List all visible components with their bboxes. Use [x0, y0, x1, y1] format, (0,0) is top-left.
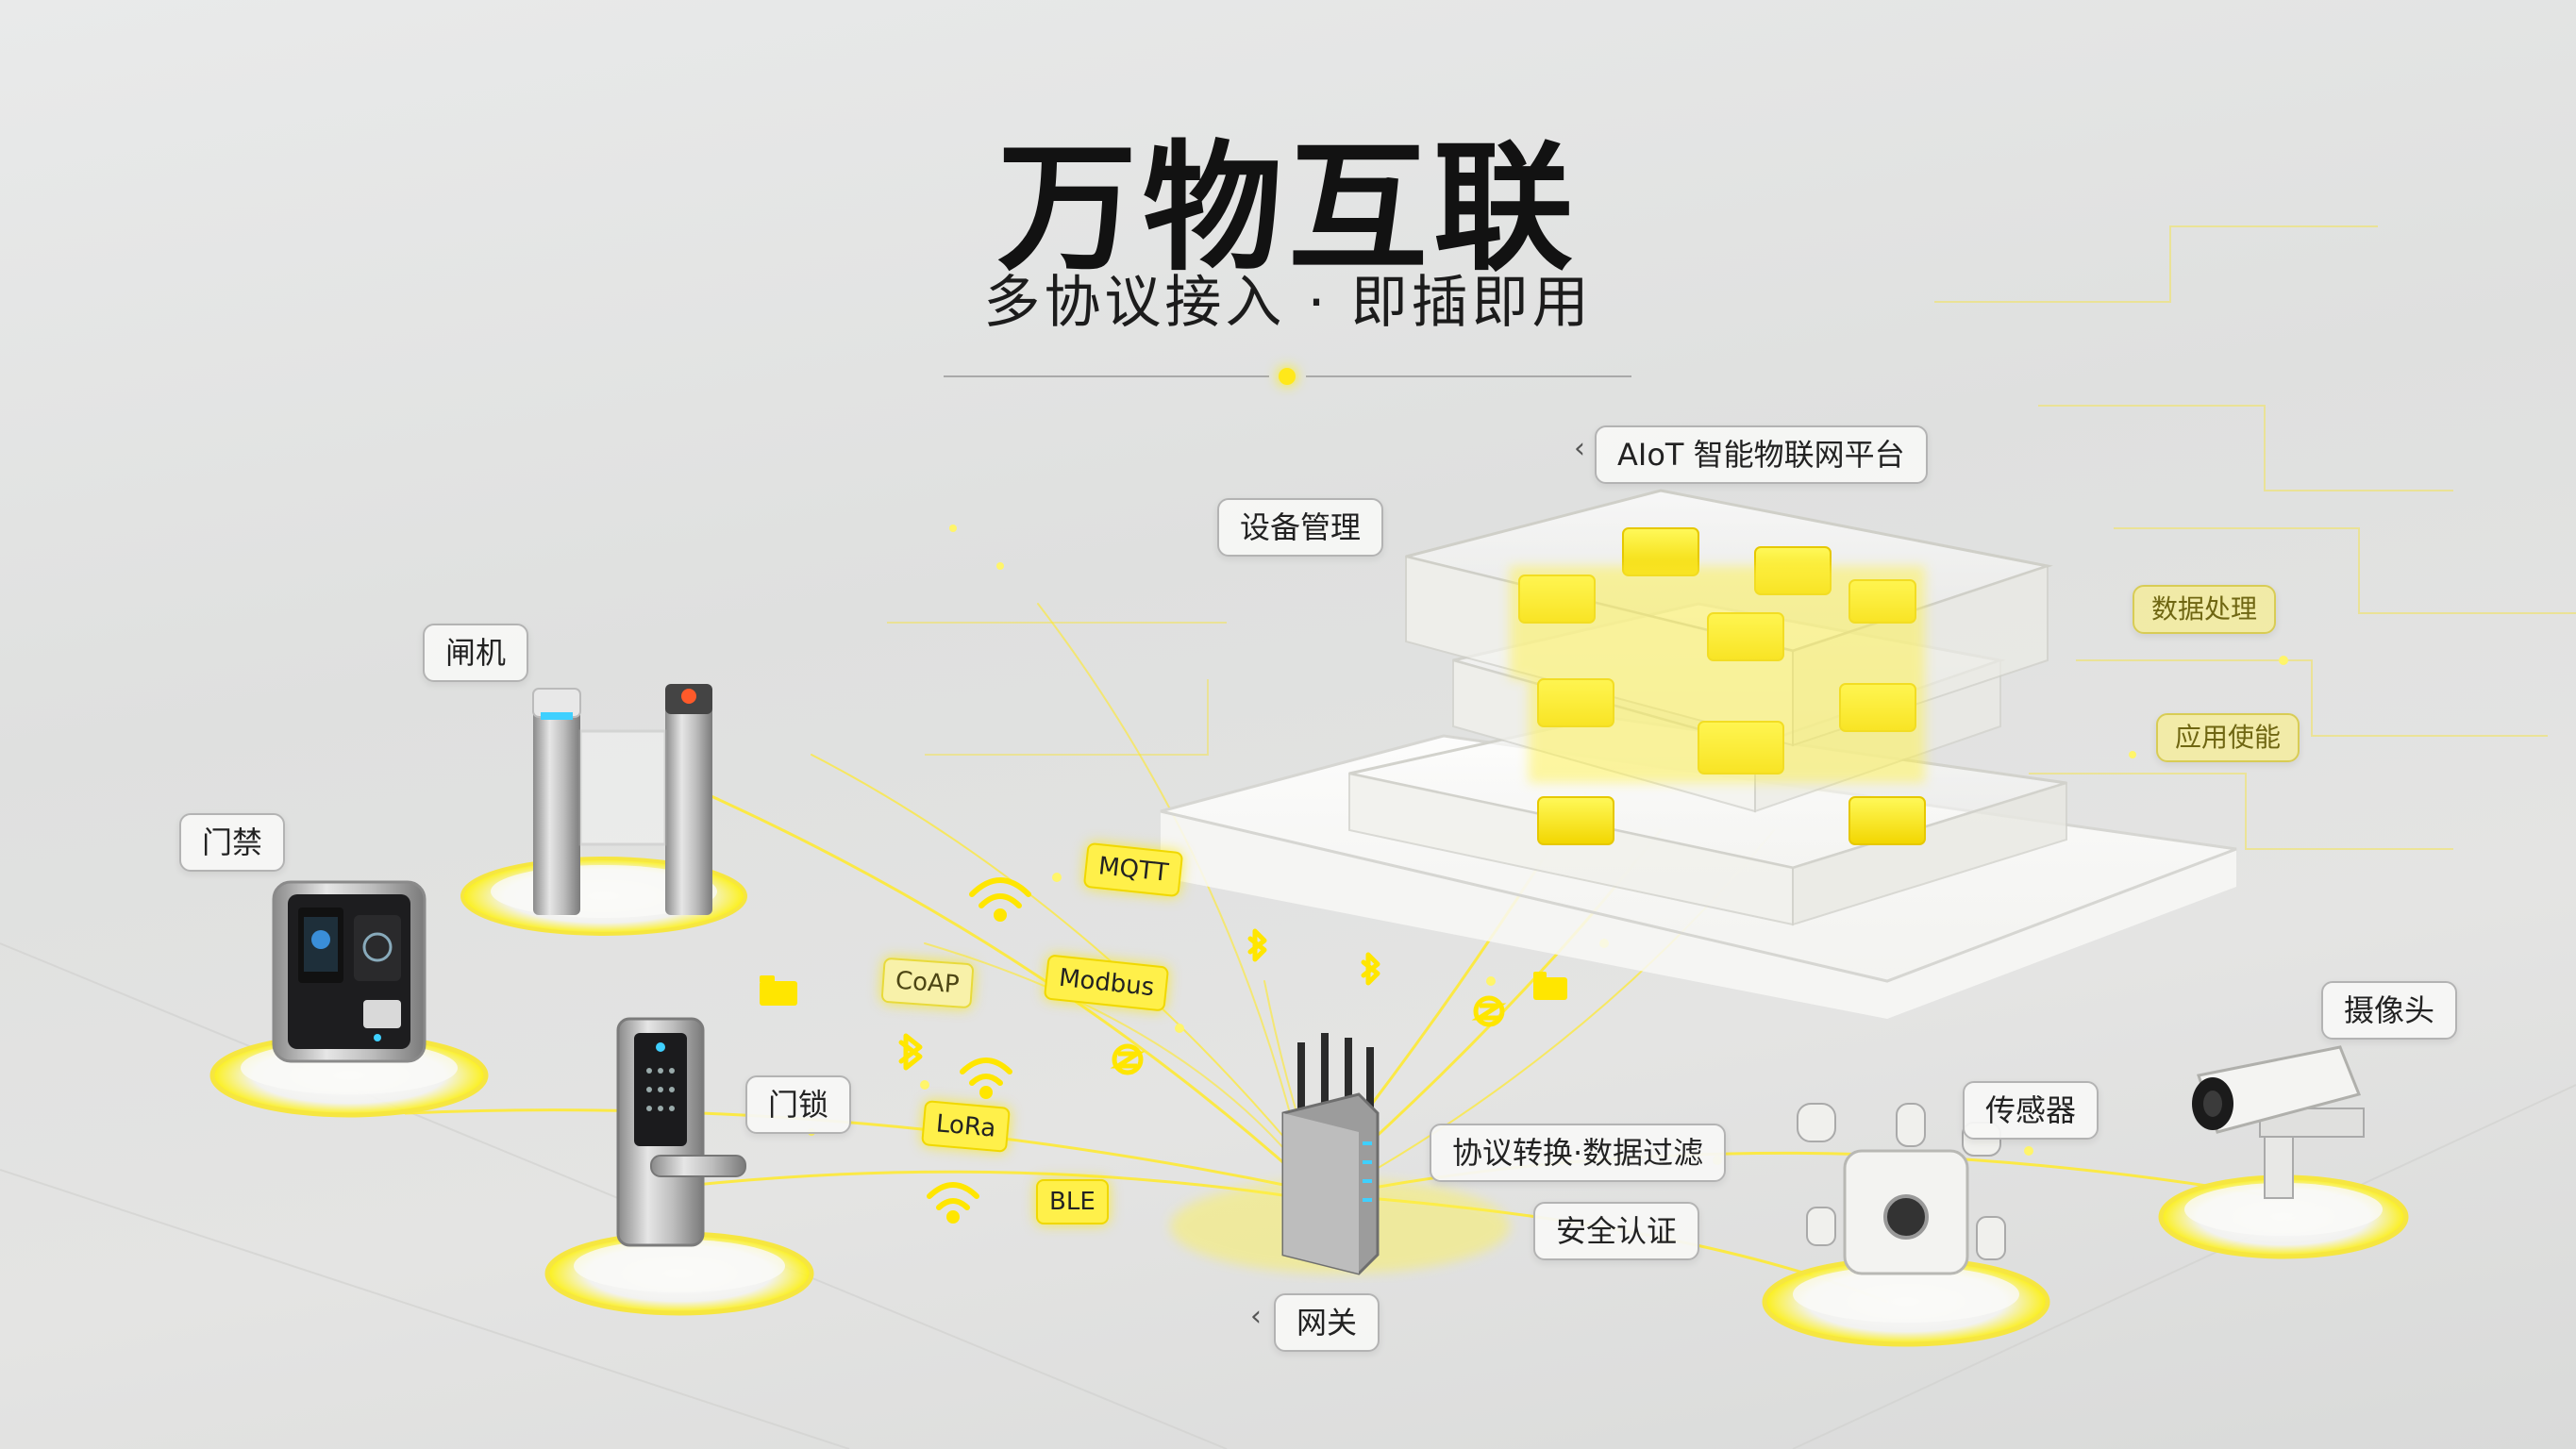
- label-access-control: 门禁: [179, 813, 286, 872]
- label-data-processing: 数据处理: [2133, 585, 2277, 634]
- label-door-lock: 门锁: [745, 1075, 852, 1134]
- title-divider-dot: [1279, 368, 1296, 385]
- page-subtitle: 多协议接入 · 即插即用: [983, 270, 1593, 336]
- camera-device: [2158, 1045, 2409, 1259]
- label-protocol-conversion: 协议转换·数据过滤: [1430, 1124, 1727, 1182]
- page-title: 万物互联: [997, 127, 1579, 290]
- protocol-coap: CoAP: [880, 957, 975, 1009]
- label-app-enablement: 应用使能: [2156, 713, 2300, 762]
- circuit-traces: [887, 225, 2576, 850]
- label-gate: 闸机: [423, 624, 529, 682]
- folder-icon: [760, 972, 1567, 1006]
- floor-grid: [0, 942, 2576, 1449]
- door-lock-device: [544, 1017, 814, 1316]
- title-divider-left: [944, 375, 1269, 377]
- protocol-ble: BLE: [1036, 1179, 1109, 1224]
- bluetooth-icon: [898, 928, 1380, 1071]
- aiot-platform-stack: [1160, 489, 2237, 1019]
- label-gateway: 网关: [1274, 1293, 1380, 1352]
- gate-device: [460, 684, 747, 936]
- label-sensor: 传感器: [1963, 1081, 2099, 1140]
- wifi-icon: [927, 877, 1031, 1224]
- sensor-device: [1762, 1103, 2050, 1347]
- gateway-device: [1170, 1033, 1510, 1275]
- protocol-lora: LoRa: [921, 1100, 1012, 1153]
- label-security-auth: 安全认证: [1533, 1202, 1700, 1260]
- chevron-left-icon: ‹: [1574, 432, 1585, 465]
- title-divider-right: [1306, 375, 1631, 377]
- chevron-left-icon: ‹: [1250, 1300, 1262, 1333]
- zigbee-icon: [1110, 995, 1507, 1075]
- label-device-management: 设备管理: [1217, 498, 1384, 557]
- label-platform: AIoT 智能物联网平台: [1595, 425, 1928, 484]
- label-camera: 摄像头: [2321, 981, 2458, 1040]
- access-control-device: [209, 880, 489, 1118]
